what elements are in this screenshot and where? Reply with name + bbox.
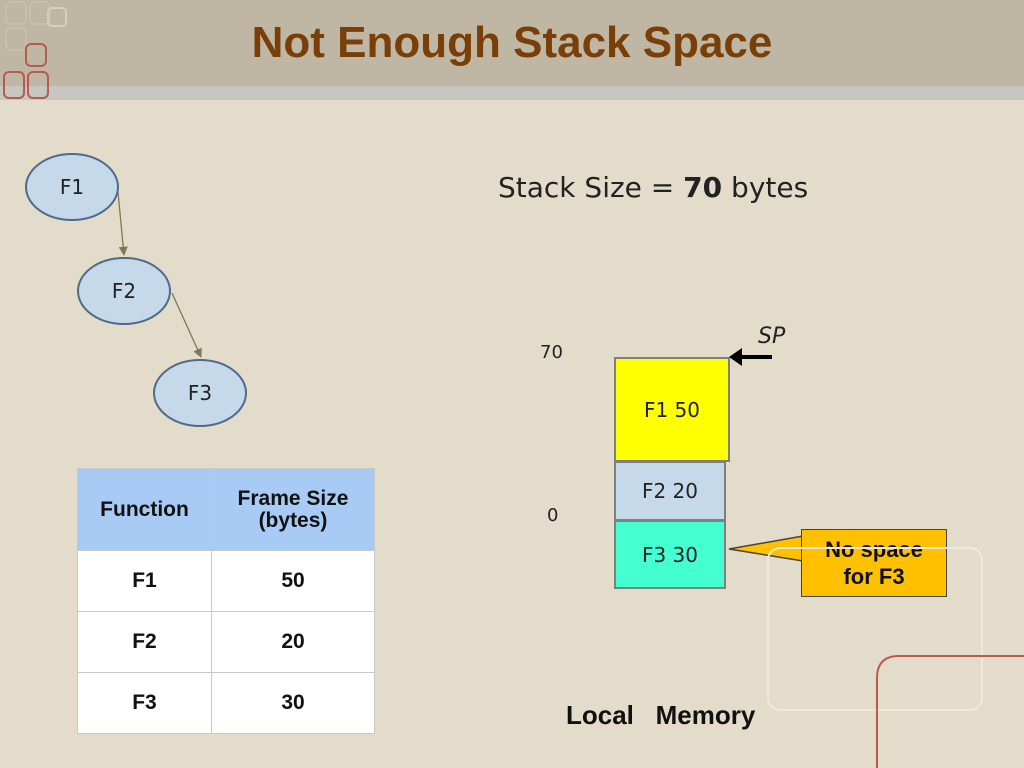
cell-size: 30 bbox=[211, 672, 375, 734]
table-row: F3 30 bbox=[77, 672, 375, 734]
header-function: Function bbox=[77, 468, 212, 551]
cell-size: 20 bbox=[211, 611, 375, 673]
table-row: F2 20 bbox=[77, 611, 375, 673]
node-f3-label: F3 bbox=[188, 381, 212, 405]
callout-line-1: No space bbox=[825, 537, 923, 562]
title-banner bbox=[0, 0, 1024, 86]
stack-frame-f3-label: F3 30 bbox=[641, 542, 699, 567]
cell-function: F2 bbox=[77, 611, 212, 673]
stack-size-label: Stack Size = 70 bytes bbox=[498, 171, 808, 204]
bottom-address-label: 0 bbox=[547, 505, 559, 526]
stack-size-suffix: bytes bbox=[722, 171, 809, 204]
local-memory-caption: Local Memory bbox=[566, 700, 756, 730]
node-f2 bbox=[77, 257, 171, 325]
node-f2-label: F2 bbox=[112, 279, 136, 303]
node-f1 bbox=[25, 153, 119, 221]
stack-size-value: 70 bbox=[683, 171, 723, 204]
no-space-callout: No space for F3 bbox=[801, 529, 947, 597]
table-header-row: Function Frame Size (bytes) bbox=[77, 468, 375, 551]
node-f1-label: F1 bbox=[60, 175, 84, 199]
edge-f2-f3 bbox=[171, 292, 202, 358]
edge-f1-f2 bbox=[117, 191, 128, 256]
callout-line-2: for F3 bbox=[843, 564, 905, 589]
header-frame-size: Frame Size (bytes) bbox=[211, 468, 375, 551]
corner-frame-decoration bbox=[767, 547, 1024, 768]
stack-frame-f2: F2 20 bbox=[614, 461, 726, 521]
cell-size: 50 bbox=[211, 550, 375, 612]
cell-function: F1 bbox=[77, 550, 212, 612]
node-f3 bbox=[153, 359, 247, 427]
call-graph: F1 F2 F3 bbox=[25, 153, 247, 427]
top-address-label: 70 bbox=[540, 342, 563, 363]
frame-size-table: Function Frame Size (bytes) F1 50 F2 20 … bbox=[77, 468, 375, 734]
corner-decoration bbox=[3, 1, 67, 99]
stack-frame-f1-label: F1 50 bbox=[643, 397, 701, 422]
callout-pointer bbox=[728, 535, 804, 562]
title-underline-bar bbox=[0, 86, 1024, 100]
stack-frame-f1: F1 50 bbox=[614, 357, 730, 462]
sp-arrow-icon bbox=[729, 348, 772, 366]
table-row: F1 50 bbox=[77, 550, 375, 612]
stack-size-prefix: Stack Size = bbox=[498, 171, 684, 204]
stack-frame-f2-label: F2 20 bbox=[641, 479, 699, 503]
page-title: Not Enough Stack Space bbox=[251, 18, 773, 67]
stack-frame-f3: F3 30 bbox=[614, 520, 726, 589]
cell-function: F3 bbox=[77, 672, 212, 734]
sp-label: SP bbox=[758, 324, 786, 349]
